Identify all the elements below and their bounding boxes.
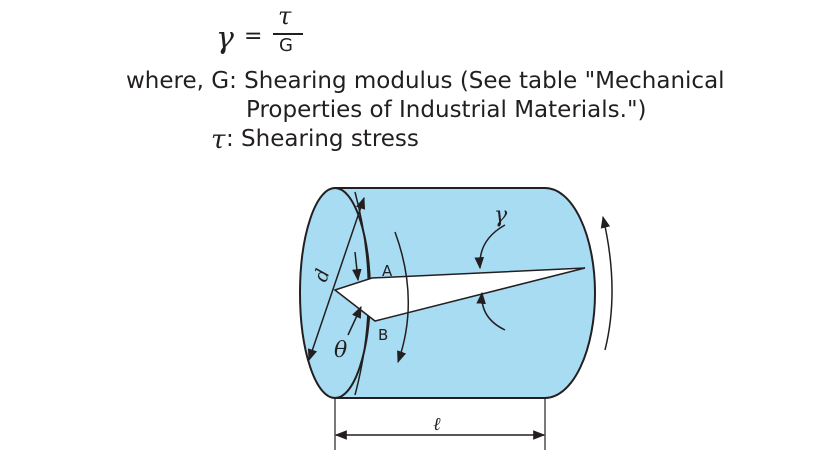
- label-length: ℓ: [433, 414, 441, 435]
- formula: γ = τ G: [210, 2, 330, 58]
- gamma-arc-upper: [474, 224, 506, 270]
- label-b: B: [378, 326, 388, 344]
- theta-arrow-lower: [347, 305, 362, 336]
- label-a: A: [382, 262, 393, 280]
- torque-arrow: [600, 215, 613, 351]
- formula-denominator: G: [279, 35, 293, 56]
- label-gamma: γ: [494, 203, 508, 228]
- formula-numerator: τ: [278, 2, 292, 30]
- theta-arrow-upper: [352, 251, 362, 282]
- tau-definition: : Shearing stress: [226, 126, 419, 152]
- tau-symbol: τ: [211, 125, 226, 155]
- definition-line-1: where, G: Shearing modulus (See table "M…: [126, 68, 725, 94]
- formula-gamma: γ: [216, 21, 234, 56]
- gamma-arc-lower: [476, 291, 506, 331]
- rotation-arc-arrow: [394, 231, 409, 364]
- diameter-arrow: [307, 196, 366, 362]
- definition-line-2: Properties of Industrial Materials."): [246, 97, 647, 123]
- fraction-bar: [273, 33, 303, 35]
- label-theta: θ: [334, 338, 347, 363]
- formula-equals: =: [244, 24, 263, 49]
